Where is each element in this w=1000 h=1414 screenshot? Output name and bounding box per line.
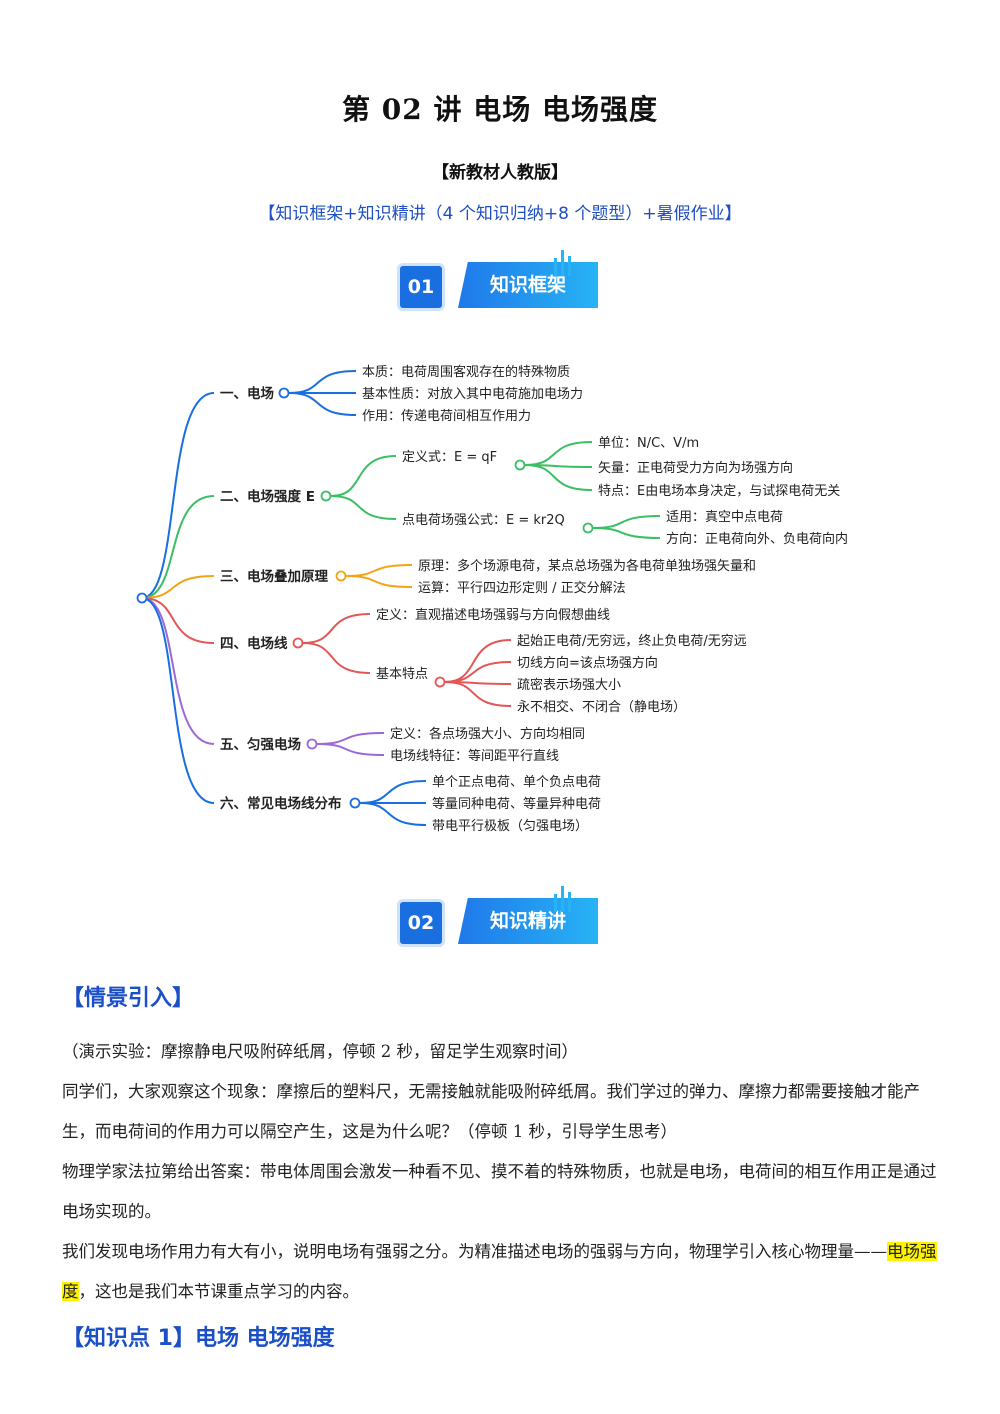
intro-text: ，这也是我们本节课重点学习的内容。 [78,1282,360,1301]
leaf-connector [444,639,512,683]
child-connector [345,564,413,577]
child-connector [302,613,371,644]
child-label: 运算：平行四边形定则 / 正交分解法 [418,580,626,596]
child-node [434,676,446,688]
child-connector [316,732,385,745]
branch-label: 三、电场叠加原理 [220,568,328,585]
branch-label: 一、电场 [220,385,274,402]
knowledge-mindmap: 一、电场 本质：电荷周围客观存在的特殊物质基本性质：对放入其中电荷施加电场力作用：… [136,364,848,834]
child-label: 基本性质：对放入其中电荷施加电场力 [362,387,583,402]
intro-paragraph-1: （演示实验：摩擦静电尺吸附碎纸屑，停顿 2 秒，留足学生观察时间） [62,1042,578,1061]
leaf-label: 疏密表示场强大小 [517,677,621,693]
section-banner-framework: 01 知识框架 [400,250,610,316]
scenario-intro-body: （演示实验：摩擦静电尺吸附碎纸屑，停顿 2 秒，留足学生观察时间） 同学们，大家… [62,1032,944,1312]
edition-label: 【新教材人教版】 [432,163,568,183]
child-connector [316,743,385,756]
child-label: 基本特点 [376,667,428,682]
branch-connector [141,575,215,599]
branch-node [306,738,318,750]
child-label: 定义：直观描述电场强弱与方向假想曲线 [376,607,610,623]
intro-paragraph-2: 同学们，大家观察这个现象：摩擦后的塑料尺，无需接触就能吸附碎纸屑。我们学过的弹力… [62,1082,920,1141]
scenario-intro-heading: 【情景引入】 [62,986,195,1011]
leaf-connector [524,441,593,466]
branch-label: 五、匀强电场 [220,736,301,753]
leaf-label: 切线方向=该点场强方向 [517,655,658,671]
child-label: 本质：电荷周围客观存在的特殊物质 [362,364,570,380]
child-node [582,522,594,534]
child-label: 定义：各点场强大小、方向均相同 [390,726,585,742]
root-node [136,592,148,604]
intro-text: 我们发现电场作用力有大有小，说明电场有强弱之分。为精准描述电场的强弱与方向，物理… [62,1242,887,1261]
branch-label: 六、常见电场线分布 [220,795,342,812]
banner-label: 知识精讲 [458,898,598,944]
branch-connector [141,597,215,804]
leaf-label: 单位：N/C、V/m [598,436,699,451]
child-label: 等量同种电荷、等量异种电荷 [432,796,601,812]
child-node [514,459,526,471]
child-connector [345,575,413,588]
branch-node [292,637,304,649]
child-connector [288,392,357,416]
leaf-label: 特点：E由电场本身决定，与试探电荷无关 [598,483,840,499]
child-connector [359,802,427,826]
child-connector [359,780,427,804]
leaf-label: 适用：真空中点电荷 [666,510,783,525]
leaf-connector [592,527,661,539]
child-label: 点电荷场强公式：E = kr2Q [402,513,565,528]
section-banner-lecture: 02 知识精讲 [400,886,610,952]
branch-node [335,570,347,582]
subtitle: 【知识框架+知识精讲（4 个知识归纳+8 个题型）+暑假作业】 [258,204,742,224]
branch-label: 二、电场强度 E [220,488,315,505]
intro-paragraph-3: 物理学家法拉第给出答案：带电体周围会激发一种看不见、摸不着的特殊物质，也就是电场… [62,1162,937,1221]
leaf-label: 起始正电荷/无穷远，终止负电荷/无穷远 [517,633,747,649]
leaf-connector [444,681,512,707]
branch-connector [141,495,215,599]
child-connector [302,642,371,674]
leaf-label: 矢量：正电荷受力方向为场强方向 [598,460,793,476]
child-label: 定义式：E = qF [402,450,497,465]
child-label: 作用：传递电荷间相互作用力 [362,409,531,424]
child-label: 原理：多个场源电荷，某点总场强为各电荷单独场强矢量和 [418,558,756,574]
branch-connector [141,597,215,644]
child-connector [330,495,397,520]
leaf-connector [524,464,593,491]
child-label: 带电平行极板（匀强电场） [432,819,588,834]
banner-number: 02 [400,902,442,944]
branch-label: 四、电场线 [220,635,288,652]
bars-icon [554,886,571,912]
branch-node [349,797,361,809]
page-title: 第 02 讲 电场 电场强度 [342,93,658,126]
child-connector [288,370,357,394]
branch-connector [141,597,215,745]
leaf-connector [592,515,661,529]
child-label: 单个正点电荷、单个负点电荷 [432,775,601,790]
banner-number: 01 [400,266,442,308]
bars-icon [554,250,571,276]
knowledge-point-1-heading: 【知识点 1】电场 电场强度 [62,1326,335,1351]
child-label: 电场线特征：等间距平行直线 [390,748,559,764]
leaf-label: 方向：正电荷向外、负电荷向内 [666,531,848,547]
leaf-connector [444,661,512,683]
branch-connector [141,392,215,599]
banner-label: 知识框架 [458,262,598,308]
leaf-label: 永不相交、不闭合（静电场） [517,699,686,715]
intro-paragraph-4: 我们发现电场作用力有大有小，说明电场有强弱之分。为精准描述电场的强弱与方向，物理… [62,1232,944,1312]
child-connector [330,455,397,497]
branch-node [320,490,332,502]
branch-node [278,387,290,399]
